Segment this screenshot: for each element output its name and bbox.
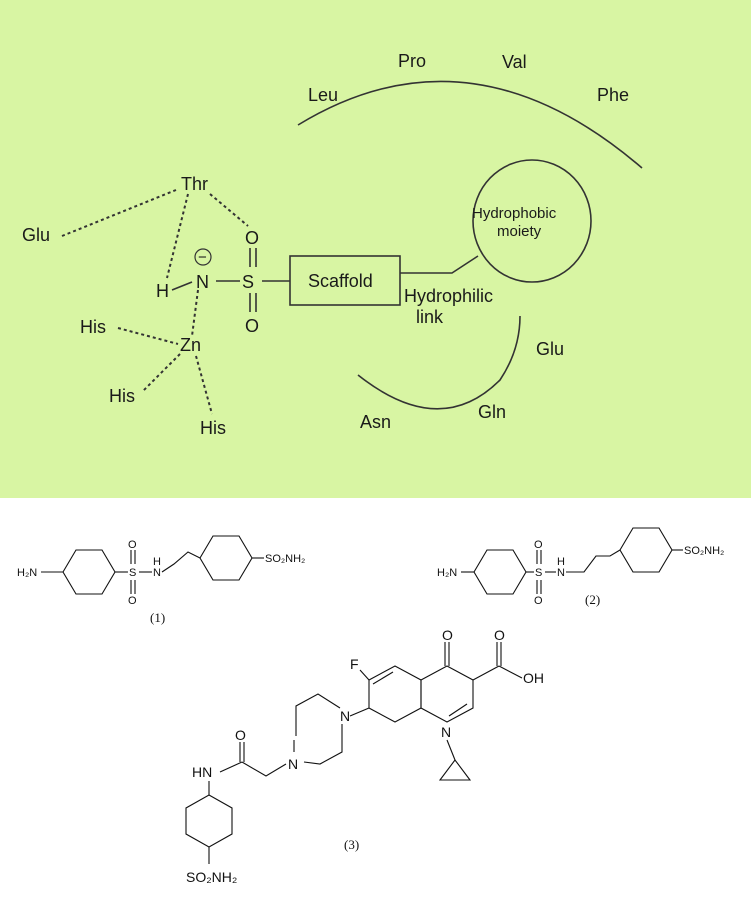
negative-charge-icon (194, 248, 212, 266)
c3-bond (472, 665, 500, 681)
scaffold-label: Scaffold (308, 271, 373, 291)
c3-n-piperazine-2: N (288, 756, 298, 772)
compound-3-structure: F O O OH N N N O HN SO₂NH₂ (3) (185, 627, 544, 885)
binding-site-diagram: Leu Pro Val Phe Thr Glu His His His Glu … (22, 51, 643, 438)
hydrophilic-pocket-arc (357, 315, 521, 410)
c3-n-piperazine-1: N (340, 708, 350, 724)
charge-sign: − (198, 249, 207, 266)
h-n-bond (171, 281, 193, 291)
c2-benzene-ring-1 (473, 549, 527, 595)
c1-s-label: S (129, 567, 136, 579)
residue-gln: Gln (478, 402, 506, 422)
c1-o-top: O (128, 539, 137, 551)
c1-nh-h: H (153, 556, 161, 568)
hydrophilic-label-line1: Hydrophilic (404, 286, 493, 306)
c3-bond (359, 669, 370, 681)
compound-1-structure: H₂N S O O H N SO₂NH₂ (1) (17, 535, 305, 625)
residue-glu-left: Glu (22, 225, 50, 245)
residue-pro: Pro (398, 51, 426, 71)
compound-3-caption: (3) (344, 837, 359, 852)
c3-bond (446, 739, 456, 761)
c2-benzene-ring-2 (619, 527, 673, 573)
c3-bond (295, 693, 341, 736)
scaffold-box (289, 255, 401, 306)
glu-thr-interaction (61, 189, 177, 237)
residue-phe: Phe (597, 85, 629, 105)
c3-bond (498, 665, 523, 679)
binding-site-panel (0, 0, 751, 498)
atom-zn: Zn (180, 335, 201, 355)
atom-o-top: O (245, 228, 259, 248)
hydrophobic-moiety-circle (472, 159, 592, 283)
c3-hn-label: HN (192, 764, 212, 780)
c1-o-bottom: O (128, 595, 137, 607)
hydrophilic-label-line2: link (416, 307, 444, 327)
c2-o-top: O (534, 539, 543, 551)
hydrophobic-label-line2: moiety (497, 223, 542, 240)
c2-nh-n: N (557, 567, 565, 579)
c2-s-label: S (535, 567, 542, 579)
thr-o-interaction (209, 193, 249, 227)
compound-1-caption: (1) (150, 610, 165, 625)
c3-fluoro-benzene-ring (368, 665, 422, 723)
c3-f-label: F (350, 656, 359, 672)
c3-o-amide: O (235, 727, 246, 743)
c2-h2n-label: H₂N (437, 567, 457, 579)
residue-leu: Leu (308, 85, 338, 105)
c3-o-ketone: O (442, 627, 453, 643)
c1-benzene-ring-1 (62, 549, 116, 595)
compound-2-structure: H₂N S O O H N SO₂NH₂ (2) (437, 527, 724, 607)
thr-h-interaction (166, 193, 189, 279)
zn-his2-bond (141, 353, 181, 393)
atom-o-bottom: O (245, 316, 259, 336)
c1-bond (161, 551, 201, 573)
c3-cyclopropyl-ring (438, 759, 472, 781)
atom-h: H (156, 281, 169, 301)
c3-benzene-ring (185, 794, 233, 848)
zn-his1-bond (117, 327, 179, 345)
c1-nh-n: N (153, 567, 161, 579)
c3-so2nh2-label: SO₂NH₂ (186, 869, 237, 885)
residue-his-1: His (80, 317, 106, 337)
c3-bond (372, 671, 394, 685)
c1-so2nh2-label: SO₂NH₂ (265, 553, 305, 565)
compound-2-caption: (2) (585, 592, 600, 607)
residue-his-2: His (109, 386, 135, 406)
residue-asn: Asn (360, 412, 391, 432)
c3-n-quinolone: N (441, 724, 451, 740)
c3-oh-label: OH (523, 670, 544, 686)
n-zn-bond (191, 289, 199, 337)
c3-bond (241, 761, 287, 777)
residue-val: Val (502, 52, 527, 72)
c3-bond (448, 703, 468, 717)
c2-o-bottom: O (534, 595, 543, 607)
residue-glu-right: Glu (536, 339, 564, 359)
residue-his-3: His (200, 418, 226, 438)
c2-nh-h: H (557, 556, 565, 568)
residue-thr: Thr (181, 174, 208, 194)
c1-benzene-ring-2 (199, 535, 253, 581)
c3-bond (349, 707, 370, 717)
c2-bond (566, 549, 621, 573)
hydrophobic-label-line1: Hydrophobic (472, 205, 557, 222)
c1-h2n-label: H₂N (17, 567, 37, 579)
atom-s: S (242, 272, 254, 292)
c3-bond (219, 761, 243, 773)
c3-bond (303, 724, 343, 765)
c3-o-acid: O (494, 627, 505, 643)
zn-his3-bond (195, 355, 213, 415)
atom-n: N (196, 272, 209, 292)
hydrophilic-link-line (400, 255, 479, 274)
c2-so2nh2-label: SO₂NH₂ (684, 545, 724, 557)
hydrophobic-pocket-arc (297, 80, 643, 169)
c3-pyridone-ring (420, 665, 474, 723)
